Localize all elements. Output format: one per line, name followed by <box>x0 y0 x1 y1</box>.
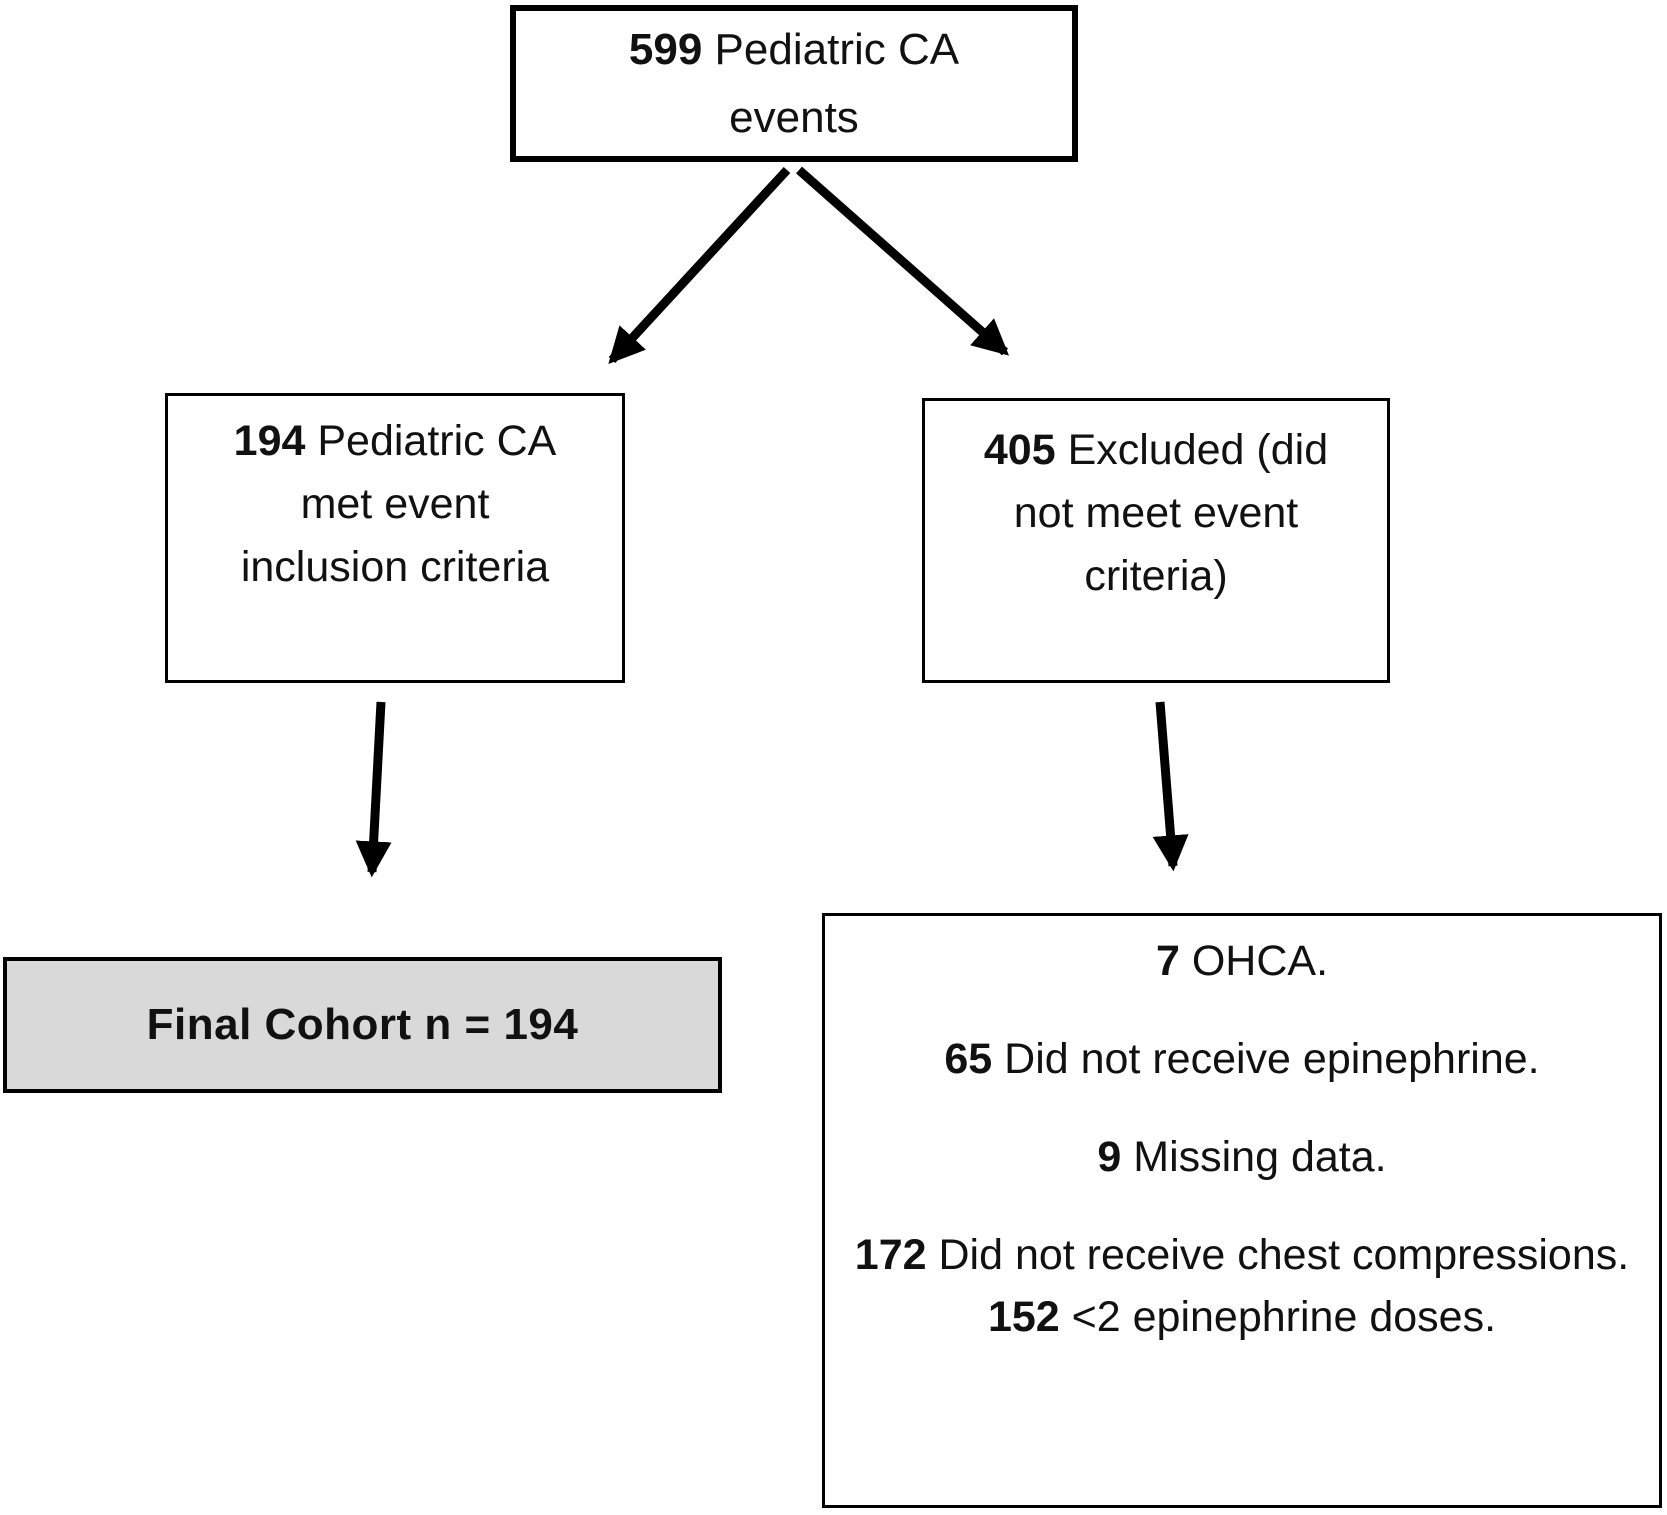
arrow-excluded-to-details <box>1152 701 1189 872</box>
node-included-line-1: 194 Pediatric CA <box>233 417 557 465</box>
included-count: 194 <box>233 417 306 465</box>
node-final-cohort: Final Cohort n = 194 <box>3 957 722 1093</box>
exclusion-item-no-compressions: 172 Did not receive chest compressions. <box>854 1231 1630 1279</box>
exclusion-item-ohca: 7 OHCA. <box>1155 937 1329 985</box>
arrow-total-to-included <box>608 166 791 364</box>
node-excluded-line-3: criteria) <box>1084 552 1228 600</box>
exclusion-item-no-epinephrine: 65 Did not receive epinephrine. <box>944 1035 1540 1083</box>
arrow-included-to-final <box>355 701 392 878</box>
node-excluded: 405 Excluded (did not meet event criteri… <box>922 398 1390 683</box>
node-excluded-line-2: not meet event <box>1013 489 1299 537</box>
arrow-total-to-excluded <box>796 166 1010 356</box>
no-epinephrine-count: 65 <box>944 1035 993 1083</box>
node-excluded-line-1: 405 Excluded (did <box>983 426 1329 474</box>
few-doses-count: 152 <box>987 1293 1060 1341</box>
node-total-events: 599 Pediatric CA events <box>510 5 1078 162</box>
exclusion-item-few-doses: 152 <2 epinephrine doses. <box>987 1293 1497 1341</box>
ohca-count: 7 <box>1155 937 1180 985</box>
node-total-events-line-1: 599 Pediatric CA <box>516 16 1072 84</box>
node-included-line-3: inclusion criteria <box>240 543 550 591</box>
excluded-count: 405 <box>983 426 1056 474</box>
node-included: 194 Pediatric CA met event inclusion cri… <box>165 393 625 683</box>
node-total-events-line-2: events <box>729 92 859 142</box>
no-compressions-count: 172 <box>854 1231 927 1279</box>
exclusion-item-missing-data: 9 Missing data. <box>1097 1133 1387 1181</box>
missing-data-count: 9 <box>1097 1133 1122 1181</box>
node-included-line-2: met event <box>300 480 490 528</box>
event-label: Pediatric CA <box>702 24 960 74</box>
final-cohort-label: Final Cohort n = 194 <box>146 1000 579 1049</box>
node-exclusion-details: 7 OHCA. 65 Did not receive epinephrine. … <box>822 913 1662 1508</box>
event-count: 599 <box>628 24 703 74</box>
